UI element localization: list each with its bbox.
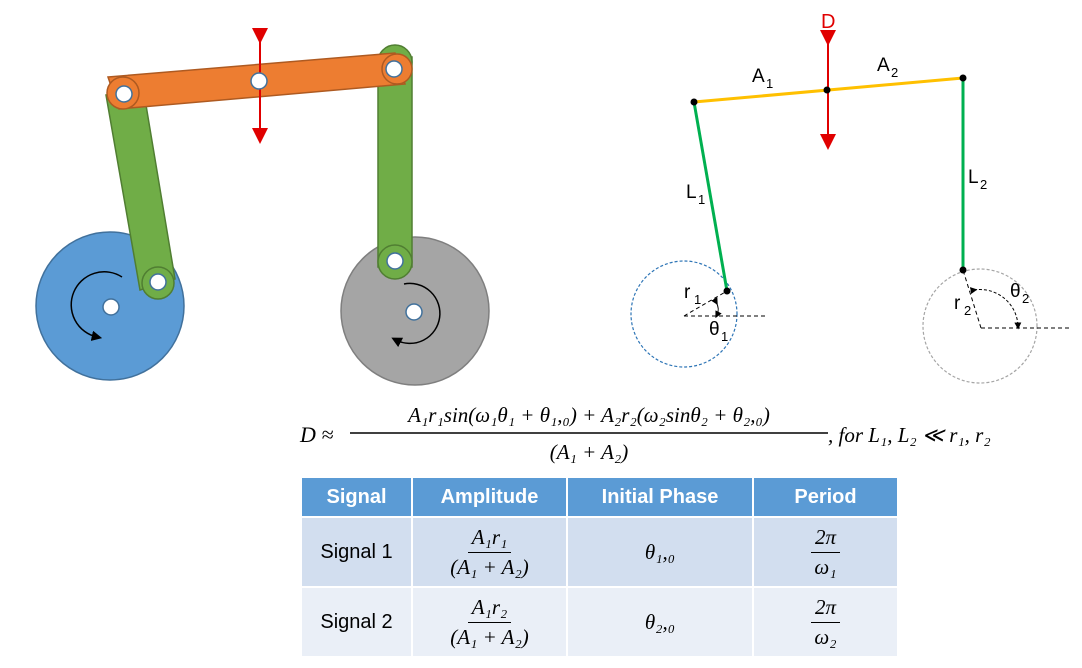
r2-subscript: 2 bbox=[964, 303, 971, 318]
pivot-hole bbox=[250, 72, 268, 90]
axle-hole bbox=[102, 298, 120, 316]
header-signal: Signal bbox=[302, 478, 413, 517]
amplitude-numerator: A₁r₂ bbox=[467, 595, 512, 623]
crank-circle-1 bbox=[630, 260, 738, 368]
l2-label: L bbox=[968, 167, 979, 188]
signal-name: Signal 1 bbox=[302, 516, 413, 587]
amplitude-cell: A₁r₂(A₁ + A₂) bbox=[412, 586, 568, 656]
r1-subscript: 1 bbox=[694, 292, 701, 307]
theta2-label: θ bbox=[1010, 281, 1021, 302]
pivot-hole bbox=[386, 252, 404, 270]
amplitude-denominator: (A₁ + A₂) bbox=[450, 624, 529, 649]
rotation-arrow-icon bbox=[391, 282, 441, 348]
equation-denominator: (A₁ + A₂) bbox=[550, 440, 629, 464]
a2-label: A bbox=[877, 55, 890, 76]
l1-label: L bbox=[686, 182, 697, 203]
l1-subscript: 1 bbox=[698, 192, 705, 207]
rotation-arrow-icon bbox=[70, 271, 123, 341]
header-initial-phase: Initial Phase bbox=[567, 478, 754, 517]
header-period: Period bbox=[753, 478, 899, 517]
initial-phase-value: θ₁,₀ bbox=[644, 539, 676, 564]
l2-subscript: 2 bbox=[980, 177, 987, 192]
radius-r1-line bbox=[683, 290, 728, 317]
period-numerator: 2π bbox=[810, 595, 840, 623]
theta2-arc bbox=[969, 287, 1022, 330]
period-denominator: ω₁ bbox=[814, 554, 837, 579]
theta1-arc bbox=[711, 297, 722, 319]
theta1-label: θ bbox=[709, 319, 720, 340]
theta2-subscript: 2 bbox=[1022, 291, 1029, 306]
a1-subscript: 1 bbox=[766, 76, 773, 91]
initial-phase-value: θ₂,₀ bbox=[644, 609, 676, 634]
equation-numerator: A₁r₁sin(ω₁θ₁ + θ₁,₀) + A₂r₂(ω₂sinθ₂ + θ₂… bbox=[406, 403, 770, 427]
theta1-subscript: 1 bbox=[721, 329, 728, 344]
period-numerator: 2π bbox=[810, 525, 840, 553]
link-l1-line bbox=[692, 101, 729, 292]
d-label: D bbox=[821, 11, 835, 33]
amplitude-denominator: (A₁ + A₂) bbox=[450, 554, 529, 579]
equation-lhs: D ≈ bbox=[299, 422, 333, 447]
signal-name: Signal 2 bbox=[302, 586, 413, 656]
a1-label: A bbox=[752, 66, 765, 87]
a2-subscript: 2 bbox=[891, 65, 898, 80]
pivot-hole bbox=[149, 273, 167, 291]
output-equation: D ≈ A₁r₁sin(ω₁θ₁ + θ₁,₀) + A₂r₂(ω₂sinθ₂ … bbox=[299, 403, 991, 464]
axle-hole bbox=[405, 303, 423, 321]
right-green-link bbox=[377, 56, 413, 268]
period-denominator: ω₂ bbox=[814, 624, 837, 649]
amplitude-numerator: A₁r₁ bbox=[467, 525, 512, 553]
r2-label: r bbox=[954, 293, 961, 314]
pivot-hole bbox=[385, 60, 403, 78]
phase-cell: θ₁,₀ bbox=[567, 516, 754, 587]
phase-cell: θ₂,₀ bbox=[567, 586, 754, 656]
pivot-hole bbox=[115, 85, 133, 103]
table-header-row: Signal Amplitude Initial Phase Period bbox=[302, 478, 899, 517]
amplitude-cell: A₁r₁(A₁ + A₂) bbox=[412, 516, 568, 587]
equation-condition: , for L₁, L₂ ≪ r₁, r₂ bbox=[828, 423, 991, 447]
schematic-diagram: D A 1 A 2 L 1 L 2 r 1 r 2 θ 1 θ 2 bbox=[630, 11, 1070, 384]
crank-circle-2 bbox=[922, 268, 1038, 384]
mechanism-illustration bbox=[35, 28, 490, 386]
signal-table: Signal Amplitude Initial Phase Period Si… bbox=[302, 478, 899, 656]
header-amplitude: Amplitude bbox=[412, 478, 568, 517]
radius-r2-line bbox=[962, 269, 982, 329]
r1-label: r bbox=[684, 282, 691, 303]
